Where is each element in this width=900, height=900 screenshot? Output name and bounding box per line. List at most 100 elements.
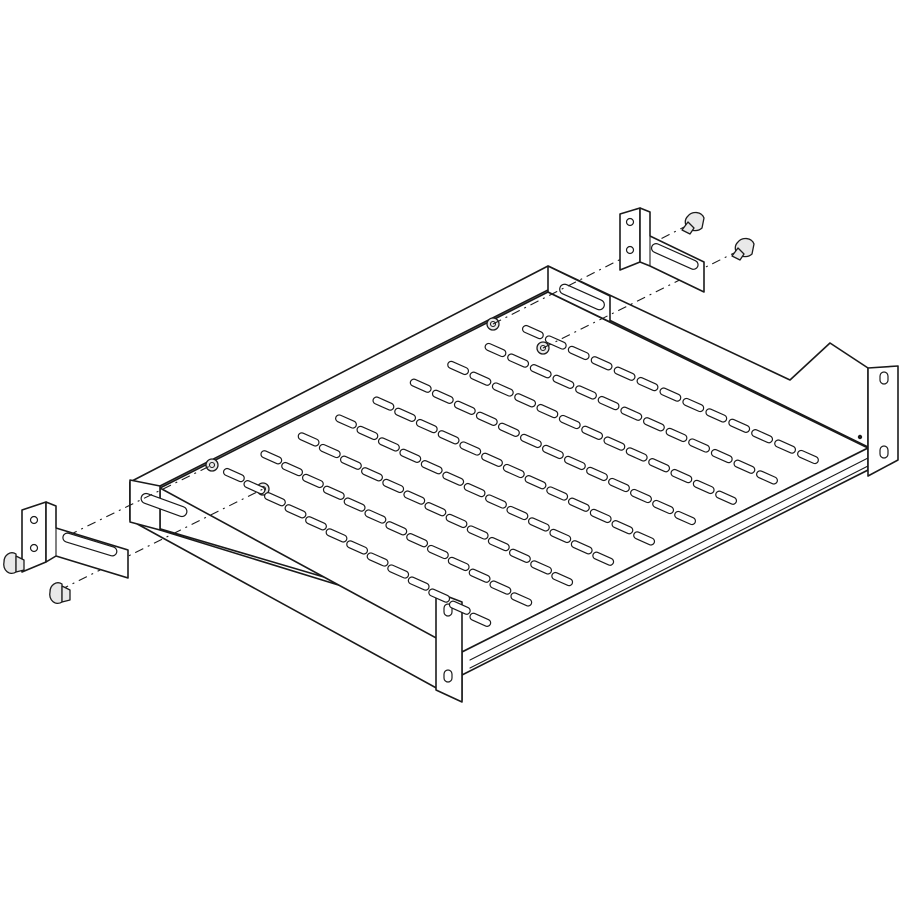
vent-slot bbox=[406, 533, 429, 548]
vent-slot bbox=[715, 490, 738, 505]
vent-slot bbox=[514, 393, 537, 408]
vent-slot bbox=[710, 448, 733, 464]
vent-slot bbox=[756, 470, 778, 485]
vent-slot bbox=[633, 531, 656, 546]
vent-slot bbox=[586, 466, 608, 482]
vent-slot bbox=[733, 459, 756, 474]
vent-slot bbox=[263, 492, 286, 507]
vent-slot bbox=[630, 488, 652, 504]
vent-slot bbox=[394, 407, 417, 422]
vent-slot bbox=[469, 371, 492, 386]
vent-slot-grid bbox=[222, 324, 819, 627]
vent-slot bbox=[652, 499, 675, 515]
vent-slot bbox=[428, 588, 451, 603]
vent-slot bbox=[222, 467, 245, 483]
vent-slot bbox=[529, 364, 552, 379]
vent-slot bbox=[665, 427, 688, 443]
vent-slot bbox=[445, 513, 468, 529]
vent-slot bbox=[485, 494, 507, 509]
vent-slot bbox=[549, 528, 572, 544]
vent-slot bbox=[592, 551, 615, 566]
vent-slot bbox=[552, 374, 575, 389]
vent-slot bbox=[318, 443, 341, 459]
vent-slot bbox=[361, 467, 383, 482]
vent-slot bbox=[424, 502, 447, 517]
vent-slot bbox=[335, 414, 357, 429]
vent-slot bbox=[385, 521, 408, 536]
vent-slot bbox=[541, 444, 564, 460]
vent-slot bbox=[546, 486, 569, 501]
vent-slot bbox=[491, 382, 514, 397]
right-rack-ear bbox=[867, 365, 899, 477]
vent-slot bbox=[356, 425, 379, 441]
vent-slot bbox=[692, 479, 715, 495]
vent-slot bbox=[659, 387, 682, 402]
vent-slot bbox=[468, 568, 491, 583]
vent-slot bbox=[648, 458, 671, 473]
vent-slot bbox=[530, 560, 553, 575]
vent-slot bbox=[260, 450, 283, 465]
vent-slot bbox=[399, 448, 422, 463]
mounting-screw bbox=[49, 582, 71, 605]
vent-slot bbox=[372, 396, 395, 411]
vent-slot bbox=[682, 397, 705, 413]
vent-slot bbox=[636, 376, 659, 392]
vent-slot bbox=[453, 400, 476, 415]
cage-nut bbox=[205, 458, 219, 472]
vent-slot bbox=[508, 548, 531, 563]
vent-slot bbox=[502, 463, 525, 479]
vent-slot bbox=[544, 335, 567, 350]
rear-support-bracket-right bbox=[619, 207, 705, 293]
vent-slot bbox=[611, 520, 634, 535]
vent-slot bbox=[642, 417, 665, 432]
vent-slot bbox=[536, 403, 559, 419]
vent-slot bbox=[487, 536, 510, 552]
vent-slot bbox=[597, 395, 620, 411]
left-side-flange bbox=[129, 479, 161, 531]
vent-slot bbox=[409, 378, 432, 393]
vent-slot bbox=[620, 406, 643, 421]
mounting-screw bbox=[681, 211, 705, 235]
vent-slot bbox=[489, 580, 512, 595]
front-rack-ear bbox=[435, 591, 463, 703]
vent-slot bbox=[551, 571, 574, 587]
vent-slot bbox=[301, 473, 324, 489]
vent-slot bbox=[447, 360, 470, 376]
vent-slot bbox=[497, 422, 520, 437]
vent-slot bbox=[563, 455, 586, 471]
vent-slot bbox=[589, 508, 612, 524]
vent-slot bbox=[603, 436, 626, 451]
vent-slot bbox=[774, 439, 797, 454]
vent-slot bbox=[674, 510, 697, 526]
vent-slot bbox=[581, 425, 604, 440]
assembly-guide-lines bbox=[11, 223, 741, 591]
vent-slot bbox=[521, 324, 544, 340]
vent-slot bbox=[463, 482, 486, 498]
vent-slot bbox=[305, 516, 327, 531]
vent-slot bbox=[466, 525, 489, 540]
vent-slot bbox=[297, 432, 320, 447]
vent-slot bbox=[567, 345, 590, 361]
vent-slot bbox=[625, 447, 648, 462]
vent-slot bbox=[797, 449, 819, 465]
vent-slot bbox=[570, 540, 593, 555]
vent-slot bbox=[567, 497, 590, 512]
vent-slot bbox=[448, 600, 471, 615]
vent-slot bbox=[475, 411, 498, 426]
vent-slot bbox=[322, 485, 345, 500]
mounting-screw bbox=[3, 552, 25, 575]
vent-slot bbox=[442, 471, 465, 486]
vent-slot bbox=[506, 505, 529, 521]
vent-slot bbox=[510, 592, 533, 607]
vent-slot bbox=[524, 475, 547, 490]
vent-slot bbox=[527, 517, 550, 532]
vent-slot bbox=[431, 389, 454, 404]
vent-slot bbox=[366, 552, 389, 567]
vent-slot bbox=[377, 437, 400, 452]
vent-slot bbox=[420, 460, 443, 475]
cage-nut bbox=[536, 341, 550, 355]
vent-slot bbox=[339, 455, 362, 470]
vent-slot bbox=[346, 540, 369, 555]
vent-slot bbox=[437, 430, 460, 445]
